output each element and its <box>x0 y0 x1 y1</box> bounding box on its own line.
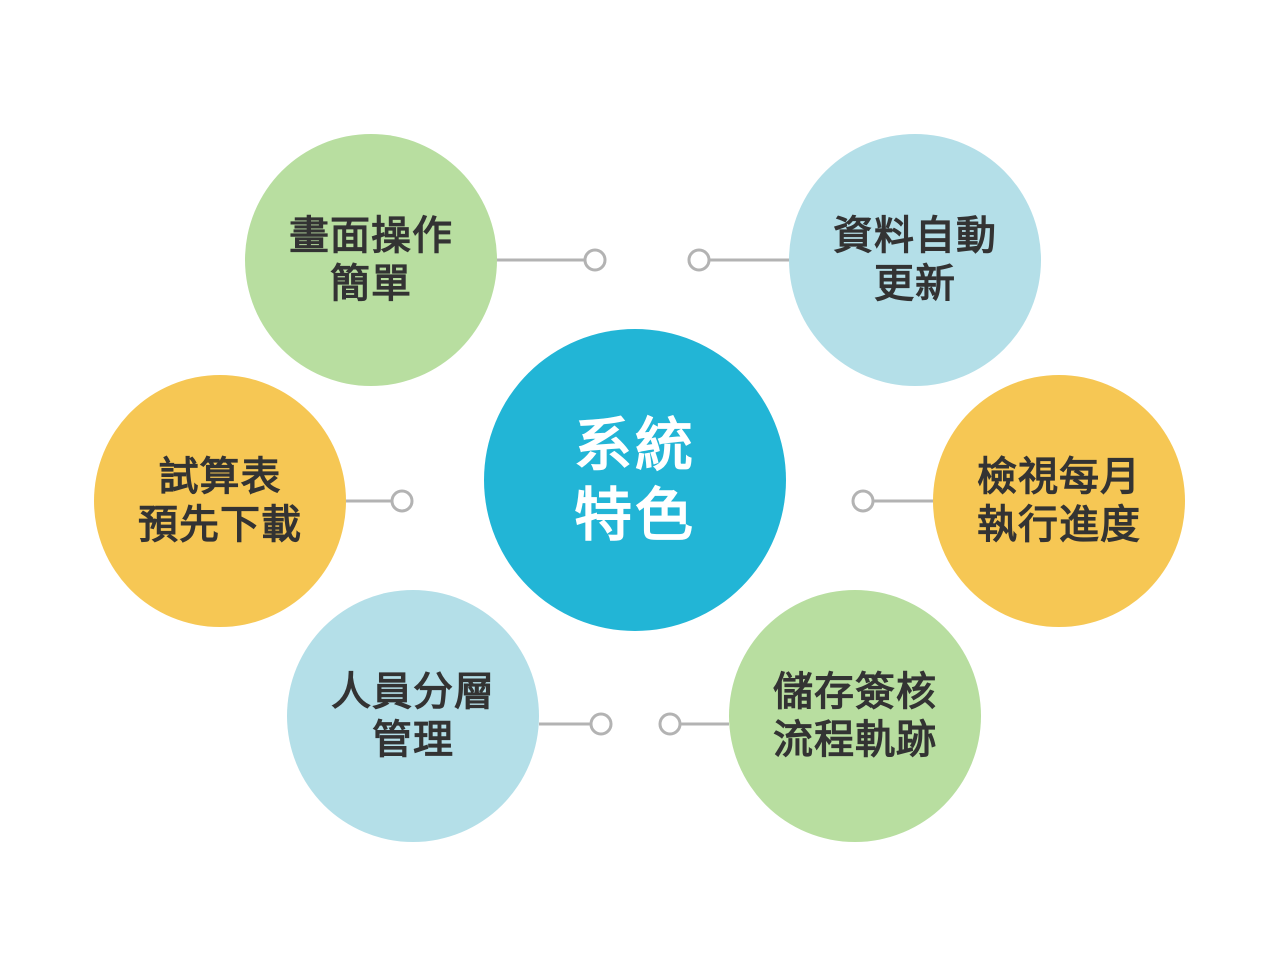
feature-circle-approval-trace: 儲存簽核 流程軌跡 <box>729 590 981 842</box>
center-label-line: 特色 <box>573 481 696 549</box>
center-circle-system-features: 系統 特色 <box>484 329 786 631</box>
feature-label-line: 簡單 <box>330 261 412 307</box>
connector-node-ml <box>390 489 414 513</box>
feature-label-line: 畫面操作 <box>289 213 453 259</box>
center-label-line: 系統 <box>573 411 696 479</box>
feature-label-line: 儲存簽核 <box>773 669 937 715</box>
connector-node-br <box>658 712 682 736</box>
feature-circle-auto-update: 資料自動 更新 <box>789 134 1041 386</box>
feature-label-line: 更新 <box>874 261 956 307</box>
connector-node-tl <box>583 248 607 272</box>
feature-label-line: 管理 <box>372 717 454 763</box>
connector-node-bl <box>589 712 613 736</box>
feature-label-line: 流程軌跡 <box>773 717 937 763</box>
feature-circle-monthly-progress: 檢視每月 執行進度 <box>933 375 1185 627</box>
feature-circle-hierarchical-management: 人員分層 管理 <box>287 590 539 842</box>
feature-label-line: 預先下載 <box>138 502 302 548</box>
feature-circle-spreadsheet-download: 試算表 預先下載 <box>94 375 346 627</box>
feature-label-line: 試算表 <box>158 454 282 500</box>
feature-label-line: 資料自動 <box>833 213 997 259</box>
feature-label-line: 執行進度 <box>977 502 1141 548</box>
feature-label-line: 人員分層 <box>331 669 495 715</box>
feature-circle-simple-operation: 畫面操作 簡單 <box>245 134 497 386</box>
connector-node-mr <box>851 489 875 513</box>
connector-node-tr <box>687 248 711 272</box>
feature-label-line: 檢視每月 <box>977 454 1141 500</box>
